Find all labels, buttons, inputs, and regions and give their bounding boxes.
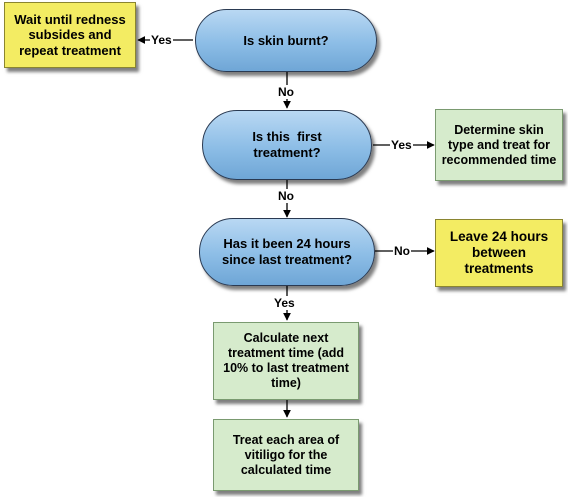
decision-skin-burnt: Is skin burnt? (195, 9, 377, 72)
edge-label-yes-burnt: Yes (150, 33, 173, 47)
decision-24-hours-text: Has it been 24 hours since last treatmen… (221, 236, 353, 267)
edge-label-no-first: No (277, 189, 295, 203)
edge-label-no-24: No (393, 244, 411, 258)
edge-label-yes-first: Yes (390, 138, 413, 152)
decision-24-hours: Has it been 24 hours since last treatmen… (199, 218, 375, 286)
box-determine-skin-type-text: Determine skin type and treat for recomm… (441, 122, 557, 167)
box-leave-24-hours: Leave 24 hours between treatments (435, 219, 563, 287)
box-wait-redness: Wait until redness subsides and repeat t… (4, 2, 136, 68)
decision-first-treatment-text: Is this first treatment? (252, 129, 326, 160)
box-treat-area-text: Treat each area of vitiligo for the calc… (232, 432, 340, 477)
box-determine-skin-type: Determine skin type and treat for recomm… (435, 109, 563, 181)
edge-label-yes-24: Yes (273, 296, 296, 310)
box-calculate-next-text: Calculate next treatment time (add 10% t… (223, 331, 349, 390)
decision-first-treatment: Is this first treatment? (202, 110, 372, 180)
decision-skin-burnt-text: Is skin burnt? (243, 32, 329, 48)
edge-label-no-burnt: No (277, 85, 295, 99)
box-wait-redness-text: Wait until redness subsides and repeat t… (14, 11, 126, 58)
box-treat-area: Treat each area of vitiligo for the calc… (213, 419, 359, 491)
box-leave-24-hours-text: Leave 24 hours between treatments (449, 228, 549, 277)
box-calculate-next: Calculate next treatment time (add 10% t… (213, 322, 359, 400)
